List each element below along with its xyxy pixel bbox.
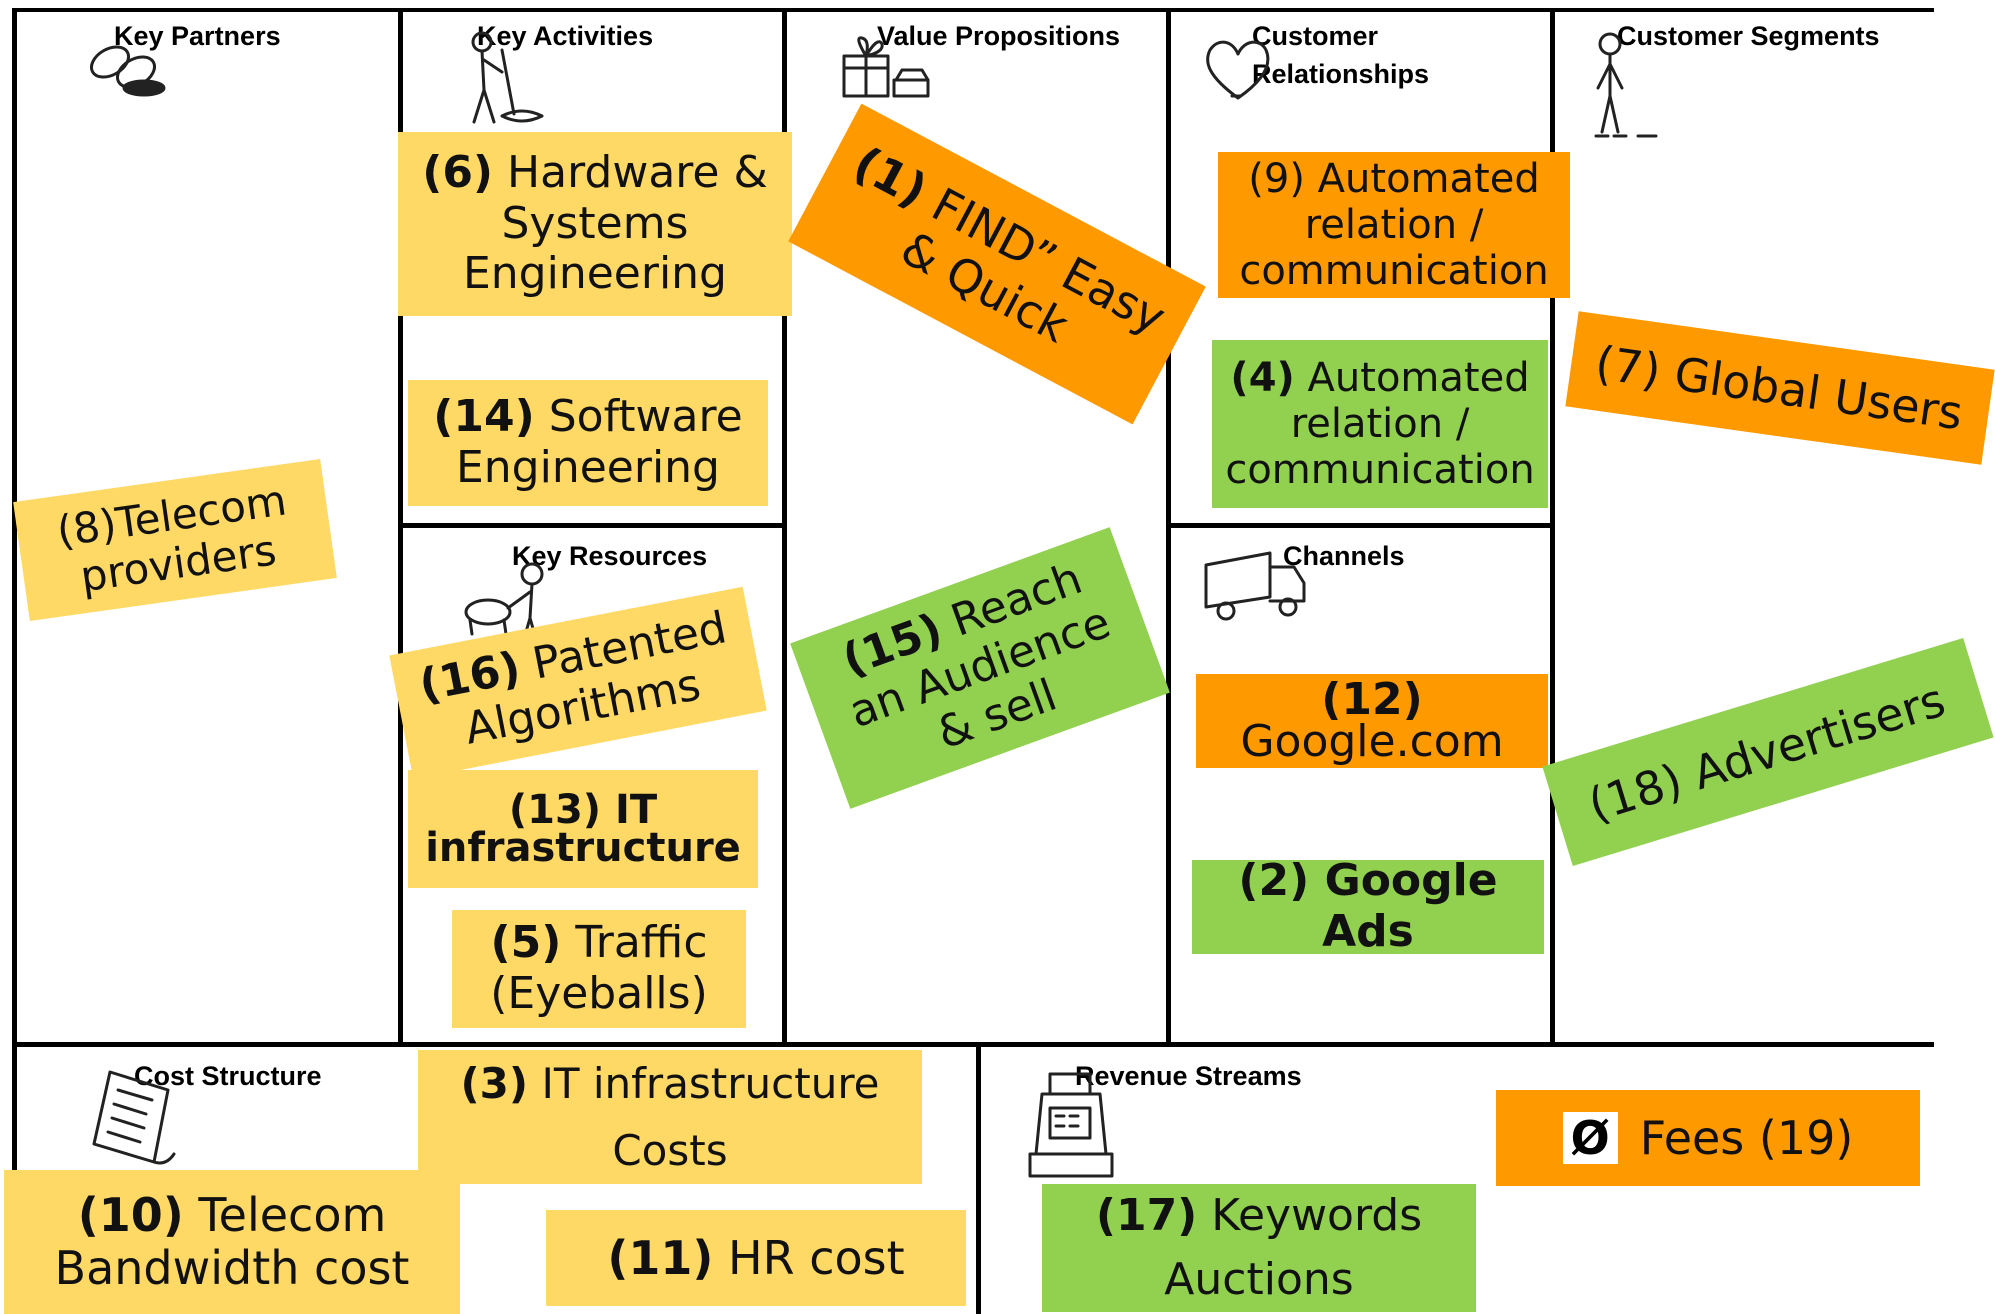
header-customer-segments: Customer Segments [1617, 21, 1880, 51]
business-model-canvas: Key Partners Key Activities Value Propos… [4, 8, 1995, 1314]
note-5-number: (5) [490, 917, 562, 969]
note-14-line-2: Engineering [455, 442, 720, 493]
note-19-fees: Ø Fees (19) [1496, 1090, 1920, 1186]
header-key-partners: Key Partners [114, 21, 281, 51]
note-14-number: (14) [433, 391, 535, 443]
note-5-traffic-eyeballs: (5) Traffic(Eyeballs) [452, 910, 746, 1028]
note-14-line-1: Software [548, 391, 743, 443]
note-11-hr-cost: (11) HR cost [546, 1210, 966, 1306]
note-6-line-3: Engineering [462, 248, 727, 300]
note-17-number: (17) [1095, 1190, 1198, 1242]
note-11-number: (11) [607, 1230, 714, 1285]
note-19-line-1: Fees (19) [1639, 1110, 1854, 1165]
note-18-line-1: (18) Advertisers [1582, 672, 1952, 832]
note-1-find-easy-quick: (1) FIND” Easy& Quick [788, 103, 1206, 425]
note-7-global-users: (7) Global Users [1565, 311, 1995, 465]
note-17-line-1: Keywords [1211, 1190, 1423, 1242]
header-revenue-streams: Revenue Streams [1075, 1061, 1302, 1091]
delivery-truck-icon [1200, 545, 1310, 623]
note-11-line-1: HR cost [728, 1230, 905, 1285]
note-2-google-ads: (2) Google Ads [1192, 856, 1544, 957]
note-10-number: (10) [77, 1188, 184, 1243]
heart-icon [1202, 36, 1274, 102]
note-13-line-1: (13) IT [508, 787, 658, 833]
note-1-number: (1) [844, 135, 936, 219]
note-10-line-2: Bandwidth cost [54, 1241, 410, 1295]
grid-top-border [12, 8, 1934, 12]
header-customer-relationships-line-2: Relationships [1252, 58, 1430, 89]
header-customer-relationships: Customer Relationships [1252, 21, 1430, 89]
note-12-google-com: (12)Google.com [1196, 674, 1548, 768]
note-17-line-2: Auctions [1164, 1254, 1354, 1305]
header-key-activities: Key Activities [477, 21, 654, 51]
note-2-line-1: (2) Google Ads [1238, 855, 1498, 957]
standing-person-icon [1578, 32, 1658, 142]
chain-links-icon [84, 32, 174, 98]
header-customer-relationships-line-1: Customer [1252, 21, 1379, 51]
worker-with-load-icon [462, 560, 554, 650]
gift-box-icon [836, 30, 932, 102]
grid-left-border [12, 8, 17, 1314]
header-cost-structure: Cost Structure [134, 1061, 322, 1091]
note-12-line-1: Google.com [1240, 716, 1504, 767]
header-value-propositions: Value Propositions [877, 21, 1121, 51]
note-9-line-1: (9) Automated [1248, 156, 1540, 202]
header-key-resources: Key Resources [512, 541, 708, 571]
grid-split-activities [398, 523, 787, 528]
note-3-line-1: IT infrastructure [541, 1058, 880, 1108]
digging-person-icon [462, 30, 552, 130]
note-4-number: (4) [1230, 355, 1295, 401]
note-4-line-3: communication [1225, 447, 1535, 493]
note-3-number: (3) [460, 1058, 529, 1108]
cash-register-icon [1020, 1068, 1116, 1180]
note-12-number: (12) [1321, 674, 1423, 726]
note-6-number: (6) [422, 147, 494, 199]
grid-bottom-divider [976, 1042, 981, 1314]
header-channels: Channels [1283, 541, 1405, 571]
note-10-line-1: Telecom [198, 1188, 387, 1243]
note-4-line-2: relation / [1290, 401, 1470, 447]
note-5-line-1: Traffic [575, 917, 708, 969]
note-6-line-2: Systems [501, 197, 689, 249]
note-4-line-1: Automated [1307, 355, 1530, 401]
note-9-line-2: relation / [1304, 202, 1484, 248]
note-5-line-2: (Eyeballs) [490, 968, 708, 1019]
grid-split-relationships [1166, 523, 1555, 528]
note-13-line-2: infrastructure [425, 825, 741, 871]
receipt-scroll-icon [84, 1068, 194, 1168]
grid-bottom-section-top [12, 1042, 1934, 1047]
note-9-line-3: communication [1239, 248, 1549, 294]
note-7-line-1: (7) Global Users [1592, 334, 1966, 440]
note-18-advertisers: (18) Advertisers [1542, 637, 1994, 867]
note-3-line-2: Costs [612, 1126, 728, 1175]
note-6-line-1: Hardware & [507, 147, 768, 199]
null-symbol-icon: Ø [1562, 1111, 1618, 1165]
